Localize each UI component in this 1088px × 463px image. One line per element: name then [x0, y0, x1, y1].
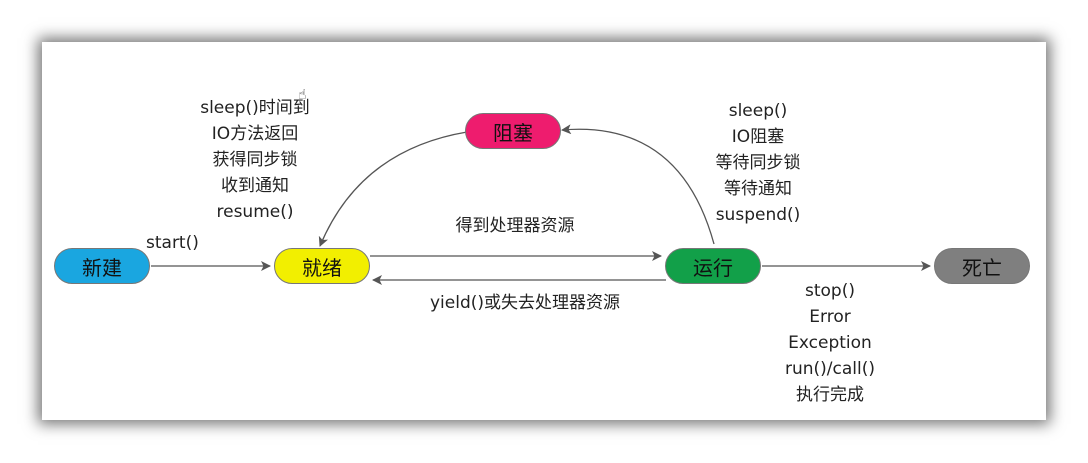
state-dead: 死亡 [934, 248, 1030, 284]
label-to-blocked: sleep() IO阻塞 等待同步锁 等待通知 suspend() [698, 98, 818, 228]
to-blocked-line: suspend() [715, 205, 801, 225]
to-dead-line: Error [809, 307, 851, 327]
to-blocked-line: 等待同步锁 [715, 153, 801, 173]
state-running-label: 运行 [693, 255, 733, 280]
state-new: 新建 [54, 248, 150, 284]
unblock-line: sleep()时间到 [200, 98, 310, 118]
label-to-dead: stop() Error Exception run()/call() 执行完成 [770, 278, 890, 408]
unblock-line: 收到通知 [221, 176, 289, 196]
unblock-line: resume() [216, 202, 294, 222]
state-ready: 就绪 [274, 248, 370, 284]
state-blocked: 阻塞 [465, 113, 561, 149]
to-blocked-line: sleep() [728, 101, 788, 121]
hand-cursor-icon: ☝ [298, 86, 307, 102]
arrow-blocked-to-ready [318, 131, 468, 247]
diagram-canvas [42, 42, 1046, 420]
label-to-running: 得到处理器资源 [455, 216, 575, 236]
state-running: 运行 [665, 248, 761, 284]
unblock-line: 获得同步锁 [212, 150, 298, 170]
to-blocked-line: 等待通知 [724, 179, 792, 199]
arrow-running-to-blocked [561, 124, 715, 245]
state-blocked-label: 阻塞 [493, 120, 533, 145]
to-dead-line: stop() [805, 281, 855, 301]
to-dead-line: Exception [788, 333, 872, 353]
unblock-line: IO方法返回 [211, 124, 299, 144]
to-blocked-line: IO阻塞 [731, 127, 785, 147]
label-start: start() [146, 233, 199, 253]
to-dead-line: 执行完成 [796, 385, 864, 405]
state-ready-label: 就绪 [302, 255, 342, 280]
to-dead-line: run()/call() [784, 359, 875, 379]
label-unblock: sleep()时间到 IO方法返回 获得同步锁 收到通知 resume() [185, 95, 325, 225]
label-to-ready: yield()或失去处理器资源 [429, 293, 621, 313]
state-dead-label: 死亡 [962, 255, 1002, 280]
state-new-label: 新建 [82, 255, 122, 280]
